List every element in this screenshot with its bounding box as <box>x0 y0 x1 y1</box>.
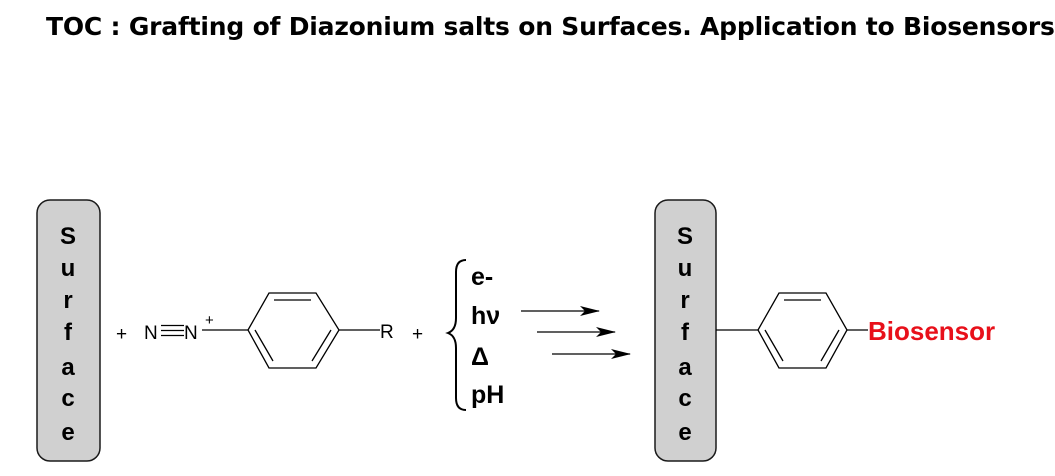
biosensor-label: Biosensor <box>868 316 995 346</box>
surface-left-letter: c <box>61 385 74 412</box>
surface-right-letter: e <box>678 419 691 446</box>
diazonium-n-cationic: N <box>184 323 198 344</box>
surface-left-letter: a <box>61 354 75 381</box>
surface-left: S u r f a c e <box>36 199 101 462</box>
surface-left-letter: S <box>60 223 76 250</box>
triple-bond <box>161 324 184 337</box>
condition-photochemical: hν <box>471 302 500 330</box>
surface-right-letter: a <box>678 354 692 381</box>
condition-electrochemical: e- <box>471 263 493 291</box>
benzene-ring-reactant <box>247 292 340 369</box>
surface-right-letter: r <box>680 287 689 314</box>
surface-left-letter: e <box>61 419 74 446</box>
condition-thermal: Δ <box>471 343 489 371</box>
plus-sign: + <box>412 324 423 345</box>
plus-sign: + <box>116 324 127 345</box>
diazonium-n-terminal: N <box>144 323 158 344</box>
surface-left-bar <box>36 199 101 462</box>
surface-right-letter: f <box>681 319 690 346</box>
surface-left-letter: r <box>63 287 72 314</box>
positive-charge: + <box>205 312 214 329</box>
surface-left-letter: f <box>64 319 73 346</box>
surface-right: S u r f a c e <box>654 199 717 462</box>
surface-left-letter: u <box>61 255 76 282</box>
benzene-ring-product <box>757 292 848 369</box>
surface-right-letter: c <box>678 385 691 412</box>
substituent-r: R <box>380 322 394 343</box>
surface-right-letter: u <box>678 255 693 282</box>
surface-right-letter: S <box>677 223 693 250</box>
page-title: TOC : Grafting of Diazonium salts on Sur… <box>46 12 1055 41</box>
condition-ph: pH <box>471 381 504 409</box>
curly-brace <box>445 259 467 411</box>
